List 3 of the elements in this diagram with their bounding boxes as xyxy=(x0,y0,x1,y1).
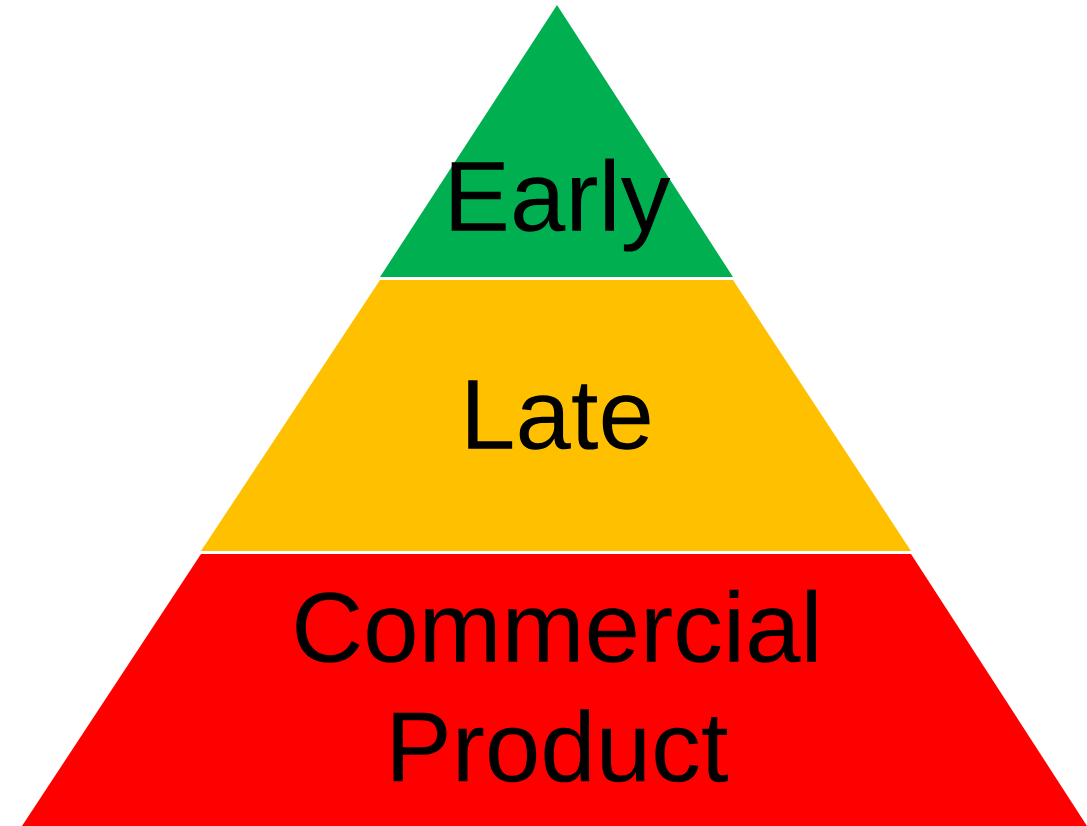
pyramid-band: Early xyxy=(380,5,733,277)
pyramid-band: Late xyxy=(201,280,911,551)
pyramid-band: Commercial Product xyxy=(22,554,1087,826)
